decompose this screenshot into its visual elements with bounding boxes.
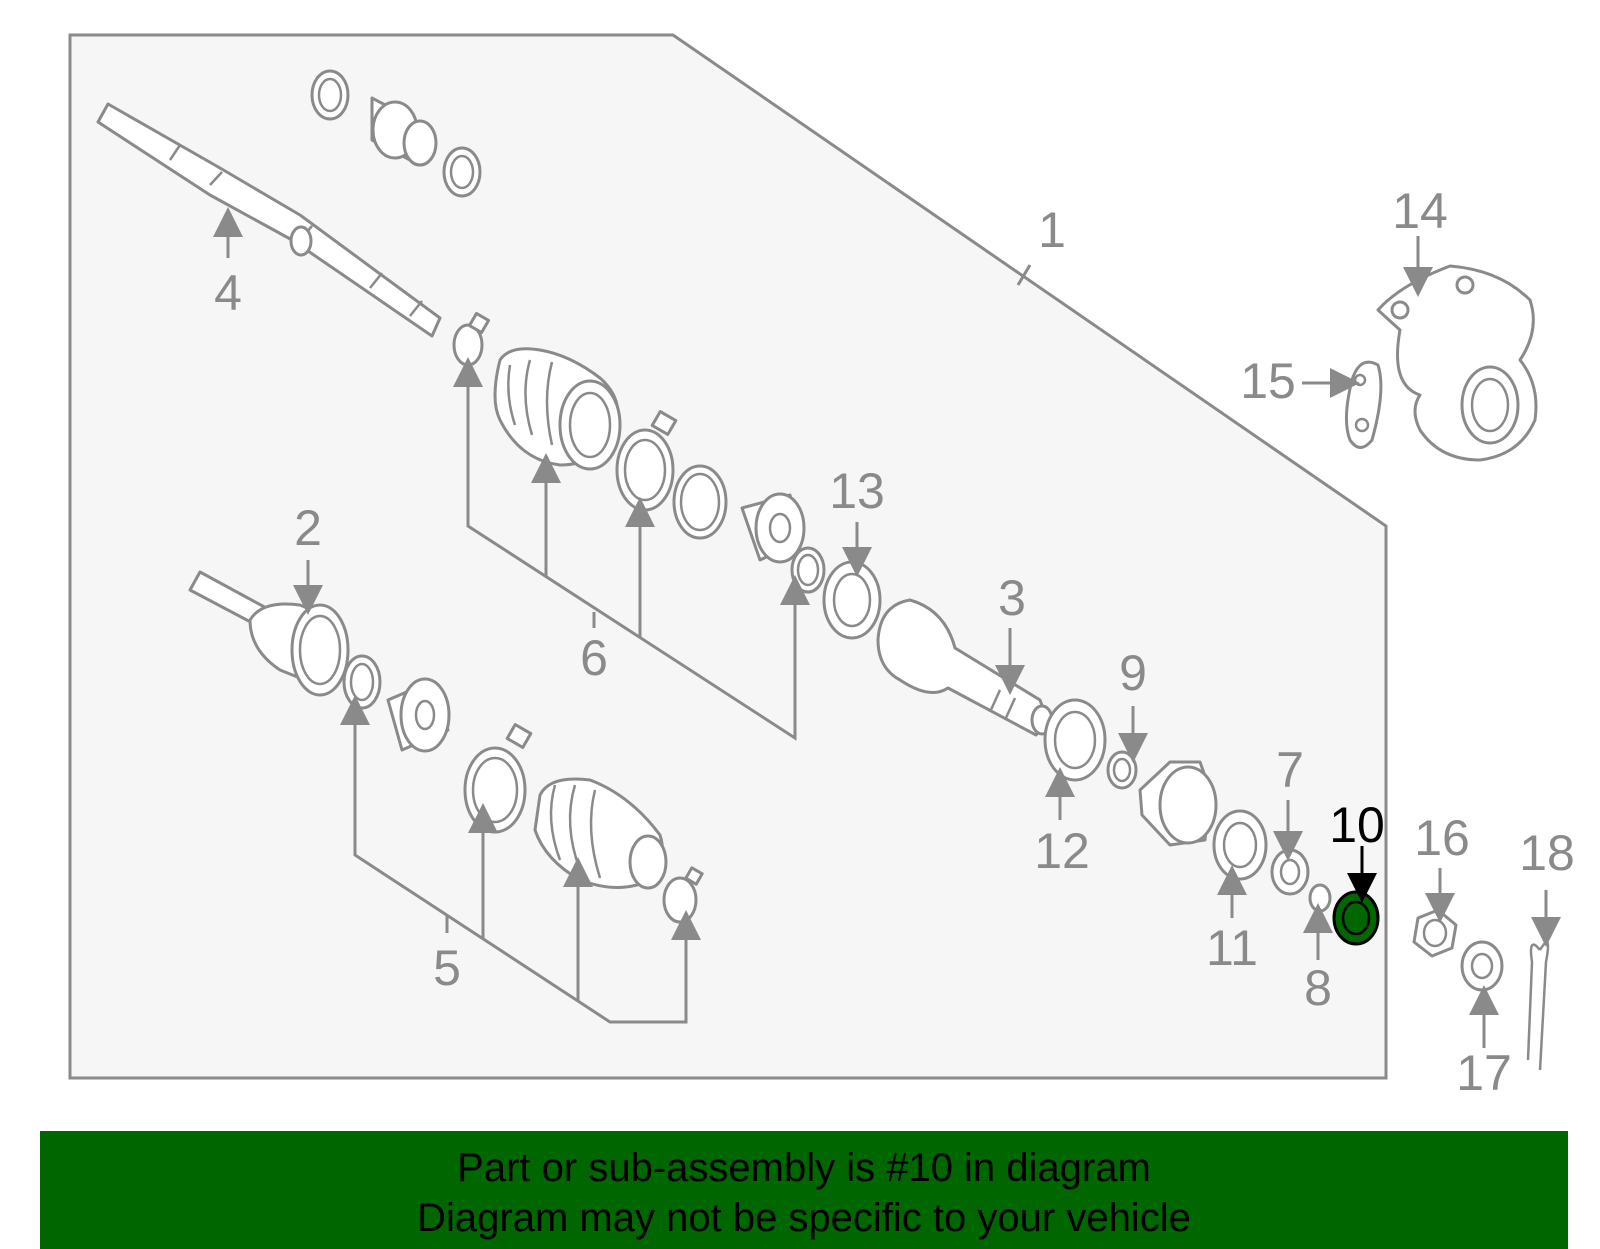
spacer-7[interactable] — [1270, 848, 1310, 896]
inner-boot-clamp-large[interactable] — [615, 410, 678, 512]
callout-12: 12 — [1034, 823, 1090, 879]
callout-15: 15 — [1240, 353, 1296, 409]
callout-4: 4 — [214, 265, 242, 321]
hub-housing[interactable] — [1138, 760, 1218, 847]
callout-3: 3 — [998, 570, 1026, 626]
callout-8: 8 — [1304, 960, 1332, 1016]
shim-15[interactable] — [1345, 360, 1383, 449]
grease-seal-12[interactable] — [1043, 698, 1107, 782]
hub-nut-16[interactable] — [1412, 908, 1458, 958]
knuckle-14[interactable] — [1376, 264, 1538, 462]
outer-bearing-race[interactable] — [386, 677, 451, 753]
bushing-parts[interactable] — [310, 69, 482, 198]
outer-snap-ring[interactable] — [342, 654, 382, 710]
callout-11: 11 — [1206, 920, 1258, 976]
highlighted-part-10[interactable] — [1332, 890, 1380, 946]
inner-snap-ring[interactable] — [672, 464, 728, 540]
washer-8[interactable] — [1308, 883, 1332, 913]
assembly-panel — [68, 33, 1388, 1080]
inner-shaft-part[interactable] — [96, 102, 442, 338]
callout-1: 1 — [1038, 202, 1066, 258]
callout-18: 18 — [1519, 825, 1575, 881]
inner-boot[interactable] — [493, 347, 622, 471]
inner-bearing-race[interactable] — [740, 492, 806, 564]
callout-10: 10 — [1329, 797, 1385, 853]
callout-13: 13 — [829, 463, 885, 519]
callout-5: 5 — [433, 940, 461, 996]
callout-9: 9 — [1119, 645, 1147, 701]
callout-2: 2 — [294, 500, 322, 556]
inner-boot-clamp-small[interactable] — [452, 311, 491, 367]
leader-1 — [1016, 264, 1032, 286]
banner-line-1: Part or sub-assembly is #10 in diagram — [457, 1146, 1151, 1190]
dust-seal-13[interactable] — [822, 560, 882, 640]
callout-17: 17 — [1456, 1045, 1512, 1101]
outer-joint-2[interactable] — [188, 570, 350, 697]
cotter-pin-18[interactable] — [1526, 941, 1550, 1071]
callout-14: 14 — [1392, 183, 1448, 239]
washer-9[interactable] — [1106, 750, 1138, 790]
callout-16: 16 — [1414, 810, 1470, 866]
callout-6: 6 — [580, 630, 608, 686]
banner-line-2: Diagram may not be specific to your vehi… — [417, 1196, 1191, 1240]
banner-text: Part or sub-assembly is #10 in diagram D… — [40, 1131, 1568, 1249]
bearing-11[interactable] — [1212, 809, 1268, 881]
callout-7: 7 — [1276, 742, 1304, 798]
nut-cap-17[interactable] — [1460, 940, 1504, 992]
info-banner — [40, 1131, 1568, 1249]
inner-circlip[interactable] — [790, 546, 826, 594]
